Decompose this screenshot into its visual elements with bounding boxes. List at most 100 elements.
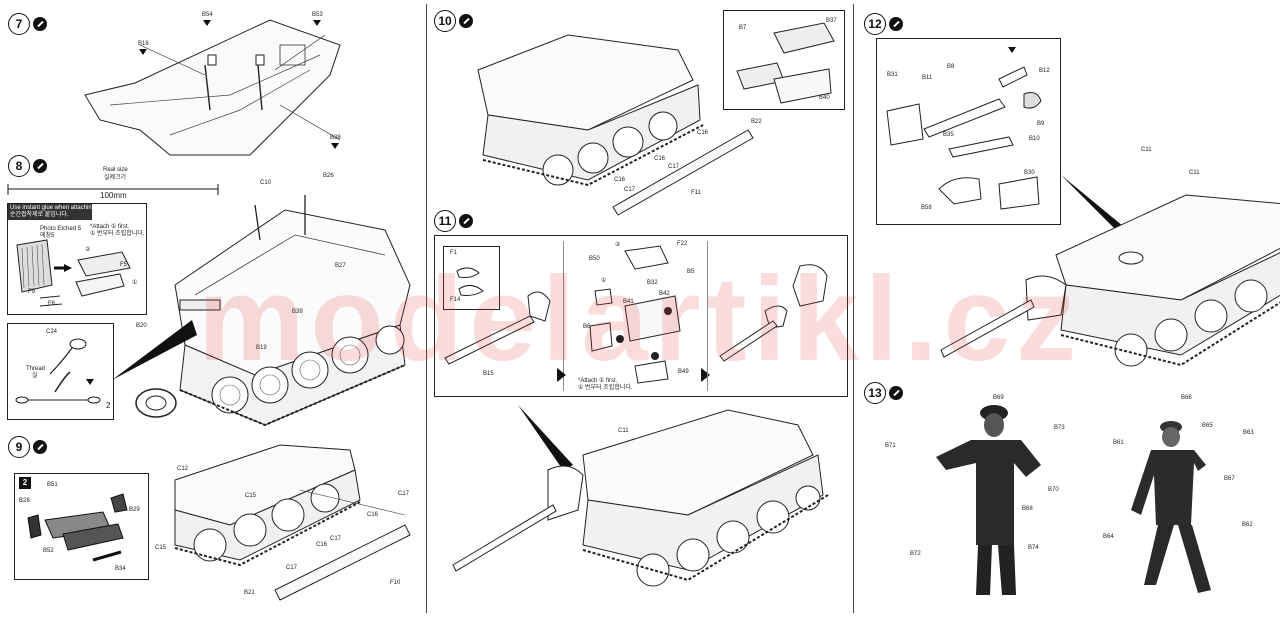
part-label: F10 [390, 580, 401, 586]
part-label: B39 [292, 309, 303, 315]
mantlet-detail-box: F1 F14 [443, 246, 500, 310]
order-marker: ② [615, 242, 621, 248]
tow-cable-inset: C24 Thread 실 2 [7, 323, 114, 420]
quantity-label: 2 [106, 401, 111, 410]
part-label: B27 [335, 263, 346, 269]
order-marker: ① [132, 280, 138, 286]
warning-triangle-icon [1008, 47, 1016, 53]
pointer-to-inset [112, 320, 197, 380]
photo-etched-label-kr: 에칭5 [40, 233, 55, 239]
part-label: F6 [48, 301, 56, 307]
part-label: F5 [120, 262, 128, 268]
warning-triangle-icon [203, 20, 211, 26]
order-marker: ① [601, 278, 607, 284]
part-label: F1 [450, 250, 458, 256]
scale-measure: 100mm [100, 191, 127, 200]
gun-assembly-inset: F1 F14 B15 ② F22 B50 ① B32 B5 B41 B42 B6… [434, 235, 848, 397]
part-label: B62 [1242, 522, 1253, 528]
part-label: B64 [1103, 534, 1114, 540]
part-label: B29 [129, 507, 140, 513]
lock-detail-inset: 2 B51 B28 B29 B52 B34 [14, 473, 149, 580]
glue-icon [889, 17, 903, 31]
part-label: B74 [1028, 545, 1039, 551]
part-label: B19 [256, 345, 267, 351]
glue-icon [459, 14, 473, 28]
final-vehicle-drawing [940, 175, 1280, 367]
part-label: B65 [1202, 423, 1213, 429]
sub-divider [707, 241, 708, 391]
part-label: B21 [244, 590, 255, 596]
part-label: B12 [1039, 68, 1050, 74]
part-label: B66 [1181, 395, 1192, 401]
step-number: 7 [8, 13, 30, 35]
part-label: B53 [312, 12, 323, 18]
machine-gun-inset: B31 B11 B8 B12 B9 B10 B35 B30 B58 [876, 38, 1061, 225]
part-label: B58 [921, 205, 932, 211]
part-label: B35 [943, 132, 954, 138]
tow-cable-drawing [15, 338, 101, 404]
part-label: B10 [1029, 136, 1040, 142]
part-label: B11 [922, 75, 933, 81]
sub-divider [563, 241, 564, 391]
part-label: C24 [46, 329, 58, 335]
part-label: F14 [450, 297, 461, 303]
flow-arrow-icon [557, 368, 566, 382]
part-label: B31 [887, 72, 898, 78]
part-label: B54 [202, 12, 213, 18]
flow-arrow-icon [701, 368, 710, 382]
part-label: C16 [654, 156, 666, 162]
photo-etched-label: Photo Etched 5 [40, 226, 82, 232]
part-label: B49 [678, 369, 689, 375]
part-label: C17 [668, 164, 680, 170]
step-number: 9 [8, 436, 30, 458]
step-7-marker: 7 [8, 13, 47, 35]
step-11-marker: 11 [434, 210, 473, 232]
step-9-marker: 9 [8, 436, 47, 458]
glue-icon [33, 17, 47, 31]
part-label: B40 [819, 95, 830, 101]
part-label: C12 [177, 466, 189, 472]
part-label: B8 [947, 64, 955, 70]
part-label: B52 [43, 548, 54, 554]
part-label: F22 [677, 241, 688, 247]
step-number: 13 [864, 382, 886, 404]
part-label: C11 [618, 428, 629, 434]
part-label: C15 [245, 493, 257, 499]
part-label: B32 [647, 280, 658, 286]
attach-note-kr: ① 번부터 조립합니다. [578, 385, 633, 391]
shield-parts-drawing [736, 22, 835, 104]
part-label: C17 [398, 491, 410, 497]
part-label: B37 [826, 18, 837, 24]
order-marker: ② [85, 247, 91, 253]
completed-vehicle-drawing [452, 405, 829, 587]
part-label: C16 [316, 542, 328, 548]
panel-divider [853, 4, 854, 613]
part-label: C11 [1141, 147, 1152, 153]
part-label: B71 [885, 443, 896, 449]
part-label: B6 [583, 324, 591, 330]
warning-triangle-icon [139, 49, 147, 55]
part-label: B63 [1243, 430, 1254, 436]
step-number: 10 [434, 10, 456, 32]
glue-icon [33, 159, 47, 173]
instruction-panel-3: 12 B31 B11 B8 B12 B9 B10 B35 B30 B58 C [856, 0, 1280, 617]
warning-triangle-icon [313, 20, 321, 26]
step-number: 8 [8, 155, 30, 177]
step-13-marker: 13 [864, 382, 903, 404]
part-label: C16 [697, 130, 709, 136]
mantlet-parts-exploded-drawing [589, 245, 681, 384]
part-label: B51 [47, 482, 58, 488]
rear-hull-plate-drawing [84, 19, 341, 156]
part-label: C15 [155, 545, 167, 551]
part-label: B73 [1054, 425, 1065, 431]
part-label: B18 [138, 41, 149, 47]
part-label: B61 [1113, 440, 1124, 446]
part-label: F9 [28, 289, 36, 295]
thread-label-kr: 실 [32, 373, 38, 379]
gun-barrel-drawing [444, 291, 551, 365]
photo-etched-grille-drawing [16, 239, 131, 307]
part-label: C17 [330, 536, 342, 542]
step-12-marker: 12 [864, 13, 903, 35]
part-label: B9 [1037, 121, 1045, 127]
panel-divider [426, 4, 427, 613]
